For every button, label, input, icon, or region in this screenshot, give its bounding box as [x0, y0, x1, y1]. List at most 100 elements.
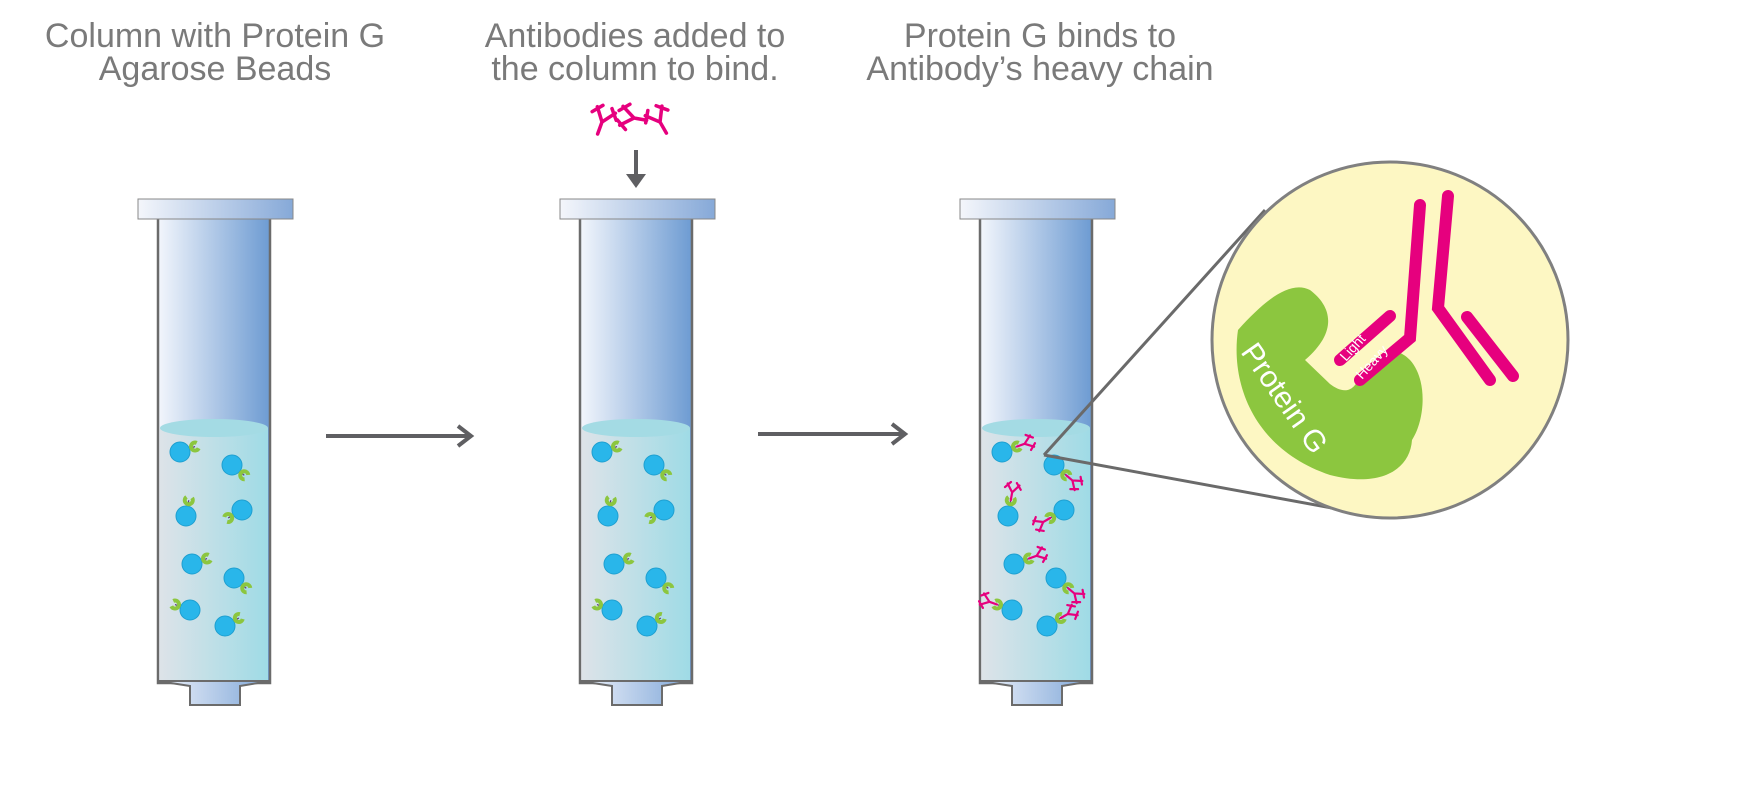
agarose-bead	[1003, 553, 1025, 575]
bead-with-protein-g	[223, 567, 253, 595]
protein-g-icon	[623, 552, 635, 565]
bead-with-protein-g	[175, 495, 197, 527]
liquid	[160, 428, 268, 681]
protein-g-icon	[1004, 495, 1017, 507]
antibody-shape	[1059, 603, 1080, 621]
bead-with-protein-g	[221, 454, 251, 482]
antibody-shape	[590, 103, 618, 136]
protein-g-icon	[991, 598, 1003, 611]
agarose-bead	[1053, 499, 1075, 521]
antibody-icon	[1003, 480, 1022, 502]
agarose-bead	[1045, 567, 1067, 589]
antibody-icon	[1065, 474, 1084, 492]
bead-with-protein-g	[1045, 567, 1075, 595]
agarose-bead	[214, 615, 236, 637]
chromatography-column	[559, 198, 716, 706]
antibody-shape	[1027, 545, 1049, 564]
liquid-surface	[160, 419, 268, 437]
antibody-shape	[1015, 433, 1037, 452]
caption-step-3: Protein G binds to Antibody’s heavy chai…	[840, 17, 1240, 88]
agarose-bead	[169, 441, 191, 463]
antibody-shape	[1065, 474, 1084, 492]
protein-g-icon	[240, 582, 253, 595]
antibody-shape	[1031, 515, 1052, 533]
protein-g-icon	[1060, 469, 1073, 482]
protein-g-icon	[1054, 612, 1067, 624]
caption-line: Antibody’s heavy chain	[866, 50, 1214, 88]
agarose-bead	[636, 615, 658, 637]
agarose-bead	[653, 499, 675, 521]
protein-g-icon	[1023, 552, 1035, 565]
column-outlet	[979, 680, 1093, 706]
protein-g-icon	[169, 598, 181, 611]
bead-with-protein-g	[636, 612, 667, 637]
step-arrow	[326, 424, 475, 448]
antibody-icon	[977, 591, 999, 610]
down-arrow	[626, 150, 646, 188]
antibody-icon	[643, 103, 670, 135]
antibody-icon	[1059, 603, 1080, 621]
chromatography-column	[959, 198, 1116, 706]
column-cap	[137, 198, 294, 220]
agarose-bead	[1001, 599, 1023, 621]
protein-g-icon	[662, 582, 675, 595]
agarose-bead	[643, 454, 665, 476]
protein-g-icon	[654, 612, 667, 624]
caption-line: Antibodies added to	[484, 17, 786, 55]
step-arrow	[758, 422, 909, 446]
antibody-shape	[615, 102, 649, 132]
bead-with-protein-g	[591, 598, 623, 621]
bead-with-protein-g	[597, 495, 619, 527]
bead-with-protein-g	[644, 499, 675, 524]
protein-g-icon	[1011, 440, 1023, 453]
bead-with-protein-g	[645, 567, 675, 595]
zoom-inset: Protein G Light Heavy	[1210, 160, 1570, 520]
caption-line: the column to bind.	[491, 50, 779, 88]
antibody-icon	[1031, 515, 1052, 533]
protein-g-icon	[644, 512, 657, 524]
agarose-bead	[223, 567, 245, 589]
antibody-icon	[1015, 433, 1037, 452]
bead-with-protein-g	[991, 440, 1023, 463]
column-outlet	[579, 680, 693, 706]
caption-line: Agarose Beads	[98, 50, 332, 88]
bead-with-protein-g	[181, 552, 213, 575]
protein-g-icon	[604, 495, 617, 507]
antibody-icon	[590, 103, 618, 136]
antibody-icon	[1027, 545, 1049, 564]
bead-with-protein-g	[643, 454, 673, 482]
protein-g-icon	[660, 469, 673, 482]
caption-line: Protein G binds to	[903, 17, 1177, 55]
chromatography-column	[137, 198, 294, 706]
antibody-shape	[1067, 587, 1086, 605]
agarose-bead	[221, 454, 243, 476]
bead-with-protein-g	[997, 495, 1019, 527]
antibody-shape	[1003, 480, 1022, 502]
agarose-bead	[181, 553, 203, 575]
protein-g-icon	[1044, 512, 1057, 524]
bead-with-protein-g	[169, 440, 201, 463]
antibody-icon	[1067, 587, 1086, 605]
column-outlet	[157, 680, 271, 706]
agarose-bead	[591, 441, 613, 463]
antibody-shape	[643, 103, 670, 135]
protein-g-icon	[238, 469, 251, 482]
caption-line: Column with Protein G	[44, 17, 386, 55]
bead-with-protein-g	[1043, 454, 1073, 482]
protein-g-icon	[611, 440, 623, 453]
bead-with-protein-g	[1044, 499, 1075, 524]
bead-with-protein-g	[222, 499, 253, 524]
agarose-bead	[597, 505, 619, 527]
bead-with-protein-g	[603, 552, 635, 575]
protein-g-icon	[201, 552, 213, 565]
agarose-bead	[991, 441, 1013, 463]
protein-g-icon	[189, 440, 201, 453]
callout-line	[1043, 453, 1333, 510]
agarose-bead	[1043, 454, 1065, 476]
agarose-bead	[603, 553, 625, 575]
antibody-shape	[977, 591, 999, 610]
protein-g-icon	[222, 512, 235, 524]
agarose-bead	[1036, 615, 1058, 637]
agarose-bead	[175, 505, 197, 527]
protein-g-icon	[591, 598, 603, 611]
